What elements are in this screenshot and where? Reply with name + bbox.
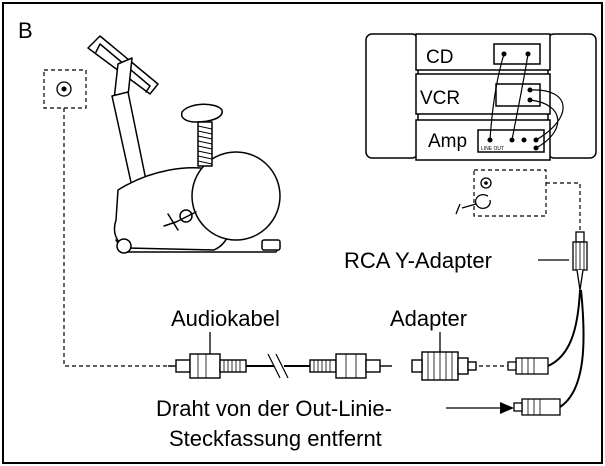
vcr-label: VCR	[420, 88, 460, 109]
audio-cable-label: Audiokabel	[171, 306, 280, 331]
line-out-label: LINE OUT	[481, 146, 504, 152]
left-speaker	[365, 33, 419, 159]
bike-audio-jack	[43, 69, 87, 109]
panel-letter: B	[18, 18, 33, 43]
bike-rear-foot	[261, 239, 281, 251]
removed-wire-label-line1: Draht von der Out-Linie-	[156, 396, 392, 421]
adapter-label: Adapter	[390, 306, 467, 331]
bike-flywheel	[191, 151, 281, 241]
rca-plug-lower	[513, 398, 561, 416]
adapter	[411, 351, 477, 381]
audio-cable	[168, 353, 392, 379]
stereo-patch-cables	[489, 53, 564, 149]
bike-crank	[179, 209, 193, 223]
amp-label: Amp	[428, 131, 467, 152]
dashed-routing-lines	[63, 108, 581, 367]
removed-wire-arrow	[446, 402, 514, 414]
amp-line-out-jack	[455, 169, 547, 217]
vcr-output-panel	[495, 83, 541, 107]
stereo-system	[365, 33, 597, 161]
cd-output-panel	[493, 43, 541, 65]
bike-seat	[180, 103, 223, 123]
exercise-bike	[87, 35, 281, 254]
rca-y-adapter-label: RCA Y-Adapter	[344, 248, 492, 273]
cd-label: CD	[426, 47, 453, 68]
rca-plug-upper	[507, 357, 549, 375]
bike-front-wheel	[116, 238, 132, 254]
right-speaker	[547, 33, 597, 159]
removed-wire-label-line2: Steckfassung entfernt	[169, 426, 382, 451]
rca-y-adapter-branches	[547, 289, 585, 408]
